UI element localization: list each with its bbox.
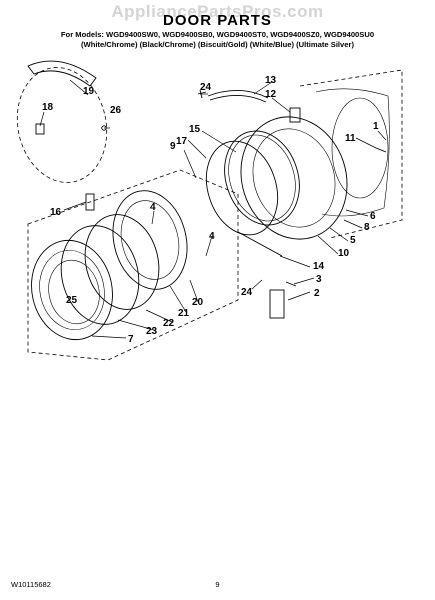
part-19-door-ring	[16, 60, 108, 183]
callout-22: 22	[163, 318, 175, 329]
callout-10: 10	[338, 248, 350, 259]
callout-25: 25	[66, 295, 78, 306]
part-17-door-glass	[205, 140, 279, 236]
callout-7: 7	[128, 334, 134, 345]
model-colors-line: (White/Chrome) (Black/Chrome) (Biscuit/G…	[81, 40, 354, 49]
model-numbers-line: For Models: WGD9400SW0, WGD9400SB0, WGD9…	[60, 30, 375, 39]
part-10-inner-door-panel	[240, 116, 348, 240]
callout-12: 12	[265, 89, 277, 100]
callout-24-bottom: 24	[241, 287, 253, 298]
callout-13: 13	[265, 75, 277, 86]
footer-document-code: W10115682	[11, 580, 51, 589]
callout-14: 14	[313, 261, 325, 272]
part-18-hinge-block	[35, 123, 45, 135]
callout-23: 23	[146, 326, 158, 337]
callout-17: 17	[176, 136, 188, 147]
callout-labels: 1 2 3 4 4 5 6 7 8 9 10 11 12 13 14 15 16…	[42, 75, 379, 345]
cabinet-front-panel	[299, 69, 403, 239]
watermark: AppliancePartsPros.com	[111, 2, 324, 21]
part-23-trim-ring	[60, 225, 140, 325]
page-title: DOOR PARTS	[163, 12, 272, 29]
callout-26: 26	[110, 105, 122, 116]
callout-9: 9	[170, 141, 176, 152]
callout-18: 18	[42, 102, 54, 113]
callout-21: 21	[178, 308, 190, 319]
part-22-inner-ring	[84, 214, 160, 310]
part-12-hinge-clip	[289, 107, 301, 123]
callout-16: 16	[50, 207, 62, 218]
part-11-screw	[375, 147, 387, 153]
part-25-door-window	[48, 259, 100, 325]
part-21-door-frame	[112, 190, 188, 290]
callout-4-lower: 4	[209, 231, 215, 242]
part-14-rod	[237, 231, 283, 257]
model-list: For Models: WGD9400SW0, WGD9400SB0, WGD9…	[0, 30, 435, 50]
footer-page-number: 9	[215, 580, 220, 589]
part-13-door-handle	[207, 90, 269, 103]
callout-2: 2	[314, 288, 320, 299]
callout-24-top: 24	[200, 82, 212, 93]
part-9-door-assembly-outline	[27, 169, 239, 361]
callout-4-upper: 4	[150, 202, 156, 213]
part-7-outer-door	[31, 239, 113, 341]
part-3-screw	[285, 281, 297, 287]
callout-6: 6	[370, 211, 376, 222]
callout-20: 20	[192, 297, 204, 308]
callout-11: 11	[345, 133, 356, 144]
callout-leaders	[39, 79, 387, 339]
callout-5: 5	[350, 235, 356, 246]
callout-19: 19	[83, 86, 95, 97]
part-15-door-glass-seal	[224, 130, 300, 226]
callout-15: 15	[189, 124, 201, 135]
callout-3: 3	[316, 274, 322, 285]
part-2-hinge	[269, 289, 285, 319]
callout-1: 1	[373, 121, 379, 132]
callout-8: 8	[364, 222, 370, 233]
